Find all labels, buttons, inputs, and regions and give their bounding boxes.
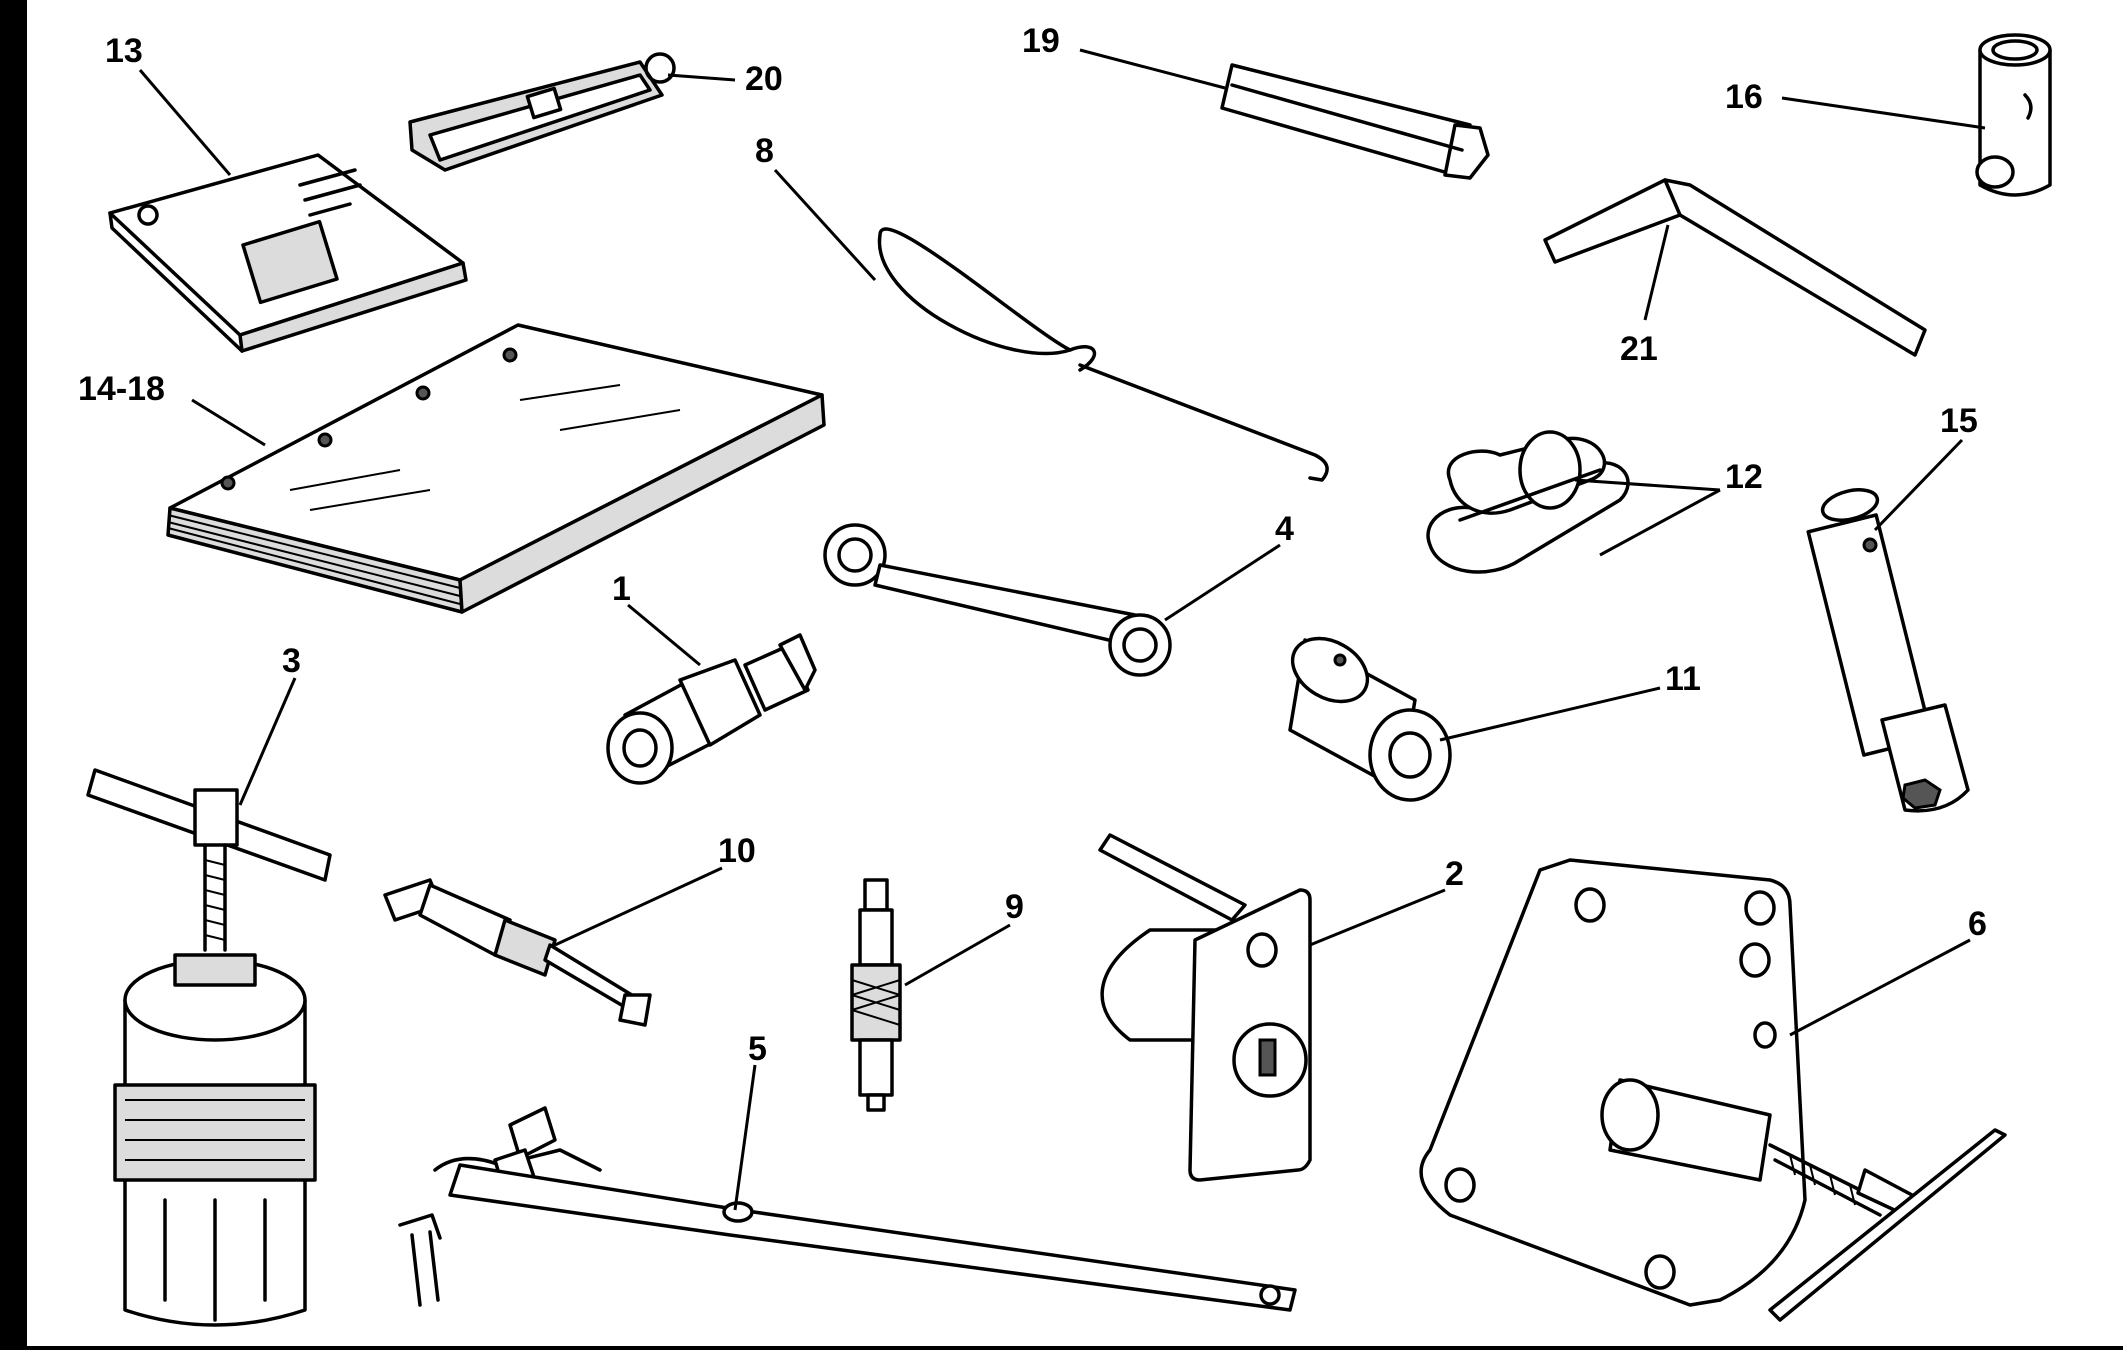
label-12: 12 (1725, 458, 1763, 496)
label-1: 1 (612, 570, 631, 608)
tool-19-hex-bar (1220, 63, 1490, 180)
label-9: 9 (1005, 888, 1024, 926)
label-15: 15 (1940, 402, 1978, 440)
label-3: 3 (282, 642, 301, 680)
leader-lines (138, 48, 1986, 1211)
tool-3-puller (86, 768, 332, 1327)
label-6: 6 (1968, 905, 1987, 943)
tool-2-flange (1098, 833, 1312, 1182)
label-21: 21 (1620, 330, 1658, 368)
tool-1-adapter (606, 633, 817, 785)
tool-4-wrench (823, 523, 1172, 677)
label-20: 20 (745, 60, 783, 98)
label-16: 16 (1725, 78, 1763, 116)
tool-20-pouch (408, 52, 676, 172)
tool-14-18-manual (166, 323, 826, 614)
label-13: 13 (105, 32, 143, 70)
label-2: 2 (1445, 855, 1464, 893)
tool-10-valve-tool (383, 878, 652, 1027)
frame-left-border (0, 0, 27, 1350)
tool-13-manual (108, 153, 468, 353)
tool-21-allen-key (1543, 178, 1927, 357)
tool-8-hook (877, 227, 1329, 482)
label-10: 10 (718, 832, 756, 870)
tool-15-socket-wrench (1806, 488, 1970, 813)
tool-6-plate-puller (1419, 858, 2007, 1322)
tool-16-socket (1975, 33, 2052, 197)
label-4: 4 (1275, 510, 1294, 548)
label-14-18: 14-18 (78, 370, 165, 408)
label-5: 5 (748, 1030, 767, 1068)
tool-5-holder (398, 1106, 1297, 1312)
tool-9-valve (850, 878, 902, 1112)
callout-labels: 13 20 19 16 8 21 14-18 12 15 4 1 3 11 10… (78, 22, 1987, 1068)
label-11: 11 (1665, 660, 1701, 698)
label-19: 19 (1022, 22, 1060, 60)
tool-12-clamps (1426, 430, 1630, 574)
tool-11-sleeve (1288, 636, 1452, 802)
frame-bottom-border (0, 1346, 2123, 1350)
label-8: 8 (755, 132, 774, 170)
